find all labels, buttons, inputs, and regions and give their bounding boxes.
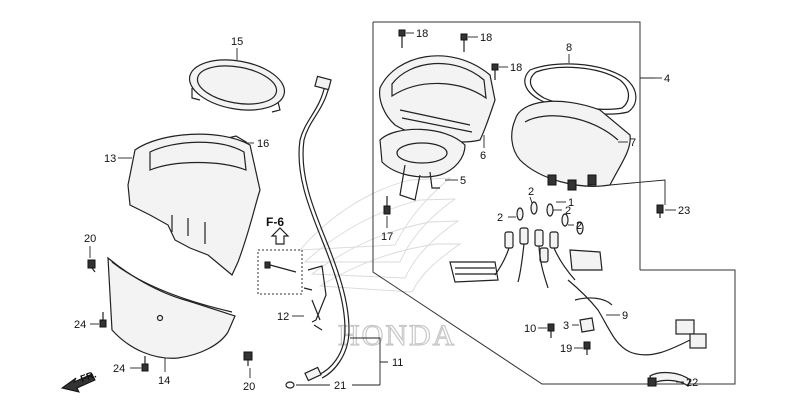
callout-22: 22 xyxy=(686,377,698,389)
callout-10: 10 xyxy=(524,323,536,335)
callout-20-bottom: 20 xyxy=(243,381,255,393)
callout-20-top: 20 xyxy=(84,233,96,245)
callout-2-c: 2 xyxy=(565,205,571,217)
callout-2-d: 2 xyxy=(576,220,582,232)
screw-18-b xyxy=(460,33,468,52)
callout-16: 16 xyxy=(257,138,269,150)
callout-5: 5 xyxy=(460,175,466,187)
part-13-upper-case xyxy=(127,133,261,276)
callout-21: 21 xyxy=(334,380,346,392)
part-5-meter-base xyxy=(379,128,466,201)
honda-wing-logo xyxy=(298,177,462,293)
f6-reference-arrow xyxy=(257,227,303,295)
bulbs-group xyxy=(516,201,584,235)
callout-14: 14 xyxy=(158,375,170,387)
callout-4: 4 xyxy=(664,73,670,85)
part-9-connectors xyxy=(675,319,707,349)
part-6-meter-cover xyxy=(379,55,496,143)
screw-10 xyxy=(547,323,555,338)
callout-2-a: 2 xyxy=(528,186,534,198)
callout-18-c: 18 xyxy=(510,62,522,74)
screw-19 xyxy=(583,341,591,355)
bolt-24-bottom xyxy=(141,356,149,372)
callout-17: 17 xyxy=(381,231,393,243)
callout-18-b: 18 xyxy=(480,32,492,44)
part-22-band xyxy=(647,371,691,387)
callout-1: 1 xyxy=(568,197,574,209)
callout-11: 11 xyxy=(392,357,403,369)
part-11-speedometer-cable xyxy=(298,75,350,382)
socket-wiring xyxy=(449,227,691,356)
bolt-24-left xyxy=(99,312,107,328)
screw-18-a xyxy=(398,29,406,48)
part-3-clip xyxy=(579,317,595,333)
callout-13: 13 xyxy=(104,153,116,165)
callout-2-b: 2 xyxy=(497,212,503,224)
callout-3: 3 xyxy=(563,320,569,332)
callout-12: 12 xyxy=(277,311,289,323)
callout-24-left: 24 xyxy=(74,319,86,331)
honda-watermark: HONDA xyxy=(338,319,456,352)
callout-24-bottom: 24 xyxy=(113,363,125,375)
screw-18-c xyxy=(491,63,499,80)
part-21-o-ring xyxy=(285,381,295,389)
part-14-lower-cover xyxy=(107,256,236,359)
part-12-bracket xyxy=(303,265,327,331)
front-direction-arrow xyxy=(60,373,96,393)
reference-f6: F-6 xyxy=(266,215,284,229)
callout-8: 8 xyxy=(566,42,572,54)
callout-23: 23 xyxy=(678,205,690,217)
callout-19: 19 xyxy=(560,343,572,355)
callout-15: 15 xyxy=(231,36,243,48)
callout-9: 9 xyxy=(622,310,628,322)
bolt-20-lower xyxy=(243,351,253,366)
part-15-bezel-ring xyxy=(188,59,286,113)
callout-numbers: 15 16 13 20 24 24 14 20 12 11 21 18 18 1… xyxy=(74,28,698,393)
part-8-gasket xyxy=(524,63,637,115)
screw-23 xyxy=(656,204,664,218)
direction-label: FR. xyxy=(79,369,98,385)
screw-17 xyxy=(383,196,391,215)
callout-6: 6 xyxy=(480,150,486,162)
callout-7: 7 xyxy=(630,137,636,149)
bolt-20-upper xyxy=(87,259,96,273)
callout-18-a: 18 xyxy=(416,28,428,40)
